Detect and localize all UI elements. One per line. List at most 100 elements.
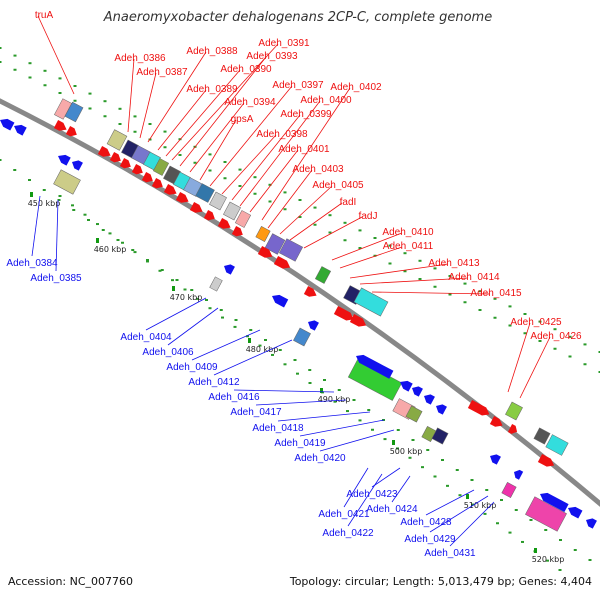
cog-block [293, 327, 311, 347]
guide-dot [87, 219, 90, 221]
guide-dot [208, 169, 212, 172]
reverse-gene-arrow [412, 386, 423, 397]
gene-arrows [0, 118, 597, 529]
guide-dot [588, 559, 592, 561]
scale-tick-label: 490 kbp [318, 395, 351, 404]
forward-label-leader [249, 149, 299, 213]
guide-dot [483, 512, 487, 515]
forward-label-leader [371, 291, 491, 295]
reverse-label-leader [449, 501, 495, 547]
guide-dot [523, 332, 527, 335]
reverse-gene-label: Adeh_0384 [6, 258, 58, 269]
forward-gene-arrow [257, 246, 273, 258]
guide-dot [367, 409, 371, 411]
scale-tick-mark [320, 388, 323, 393]
guide-dot [205, 299, 208, 301]
guide-dot [358, 247, 362, 249]
guide-dot [418, 278, 422, 280]
guide-dot [103, 100, 107, 103]
guide-dot [583, 343, 587, 346]
reverse-gene-label: Adeh_0421 [318, 509, 370, 520]
guide-dot [352, 399, 356, 401]
forward-label-leader [147, 51, 207, 143]
cog-block [106, 129, 128, 151]
forward-gene-label: Adeh_0425 [510, 317, 562, 328]
forward-label-leader [359, 277, 469, 285]
forward-label-leader [221, 134, 277, 195]
reverse-gene-arrow [224, 264, 235, 275]
guide-dot [148, 123, 152, 125]
guide-dot [121, 241, 124, 244]
forward-gene-label: Adeh_0426 [530, 331, 582, 342]
forward-gene-label: Adeh_0397 [272, 80, 324, 91]
guide-dot [496, 522, 499, 525]
forward-gene-label: Adeh_0415 [470, 288, 522, 299]
guide-dot [493, 297, 497, 300]
forward-label-leader [127, 58, 135, 133]
guide-dot [568, 335, 572, 338]
forward-label-leader [289, 202, 343, 241]
guide-dot [118, 123, 122, 125]
reverse-gene-label: Adeh_0423 [346, 489, 398, 500]
reverse-label-leader [299, 419, 385, 437]
guide-dot [223, 161, 227, 163]
scale-tick-mark [30, 192, 33, 197]
forward-gene-arrow [131, 164, 143, 175]
scale-tick-mark [96, 238, 99, 243]
guide-dot [253, 192, 257, 195]
reverse-gene-arrow [514, 469, 524, 480]
guide-dot [72, 209, 76, 211]
scale-tick-label: 460 kbp [94, 245, 127, 254]
scale-tick-mark [534, 548, 537, 553]
forward-label-leader [37, 15, 75, 95]
guide-dot [313, 206, 317, 209]
reverse-gene-label: Adeh_0409 [166, 362, 218, 373]
forward-gene-label: Adeh_0405 [312, 180, 364, 191]
guide-dot [373, 237, 377, 239]
scale-tick-mark [172, 286, 175, 291]
guide-dot [508, 305, 512, 308]
reverse-gene-arrow [586, 518, 597, 529]
guide-dot [283, 363, 287, 366]
scale-tick-mark [466, 494, 469, 499]
guide-dot [485, 489, 489, 491]
guide-dot [190, 289, 194, 291]
guide-dot [28, 179, 31, 181]
reverse-gene-label: Adeh_0385 [30, 273, 82, 284]
guide-dot [0, 61, 2, 63]
guide-dot [58, 77, 62, 80]
guide-dot [346, 410, 349, 413]
cog-block [152, 158, 170, 176]
forward-gene-arrow [141, 172, 153, 183]
forward-label-leader [171, 43, 279, 161]
guide-dot [433, 285, 437, 288]
reverse-gene-label: Adeh_0406 [142, 347, 194, 358]
forward-label-leader [267, 169, 313, 229]
reverse-label-leader [425, 489, 475, 516]
guide-dot [358, 419, 362, 422]
forward-gene-arrow [349, 314, 367, 327]
guide-dot [253, 176, 257, 179]
reverse-gene-arrow [540, 492, 569, 513]
forward-gene-arrow [97, 146, 111, 157]
forward-gene-label: Adeh_0387 [136, 67, 188, 78]
guide-dot [28, 62, 32, 65]
guide-dot [388, 262, 392, 265]
forward-gene-arrow [537, 454, 555, 467]
guide-dot [171, 279, 174, 282]
guide-dot [328, 214, 332, 217]
guide-dot [458, 494, 462, 497]
guide-dot [388, 244, 392, 247]
cog-block [525, 496, 567, 532]
forward-gene-label: fadI [340, 197, 357, 208]
reverse-label-leader [343, 467, 369, 508]
reverse-label-leader [347, 473, 383, 527]
cog-block [501, 482, 517, 498]
guide-dot [298, 216, 302, 218]
reverse-gene-arrow [400, 380, 413, 392]
guide-dot [71, 204, 74, 207]
gene-labels: truAAdeh_0386Adeh_0387Adeh_0388Adeh_0389… [6, 10, 582, 559]
forward-gene-arrow [53, 120, 67, 131]
cog-block [255, 226, 271, 242]
cog-block [264, 233, 286, 255]
